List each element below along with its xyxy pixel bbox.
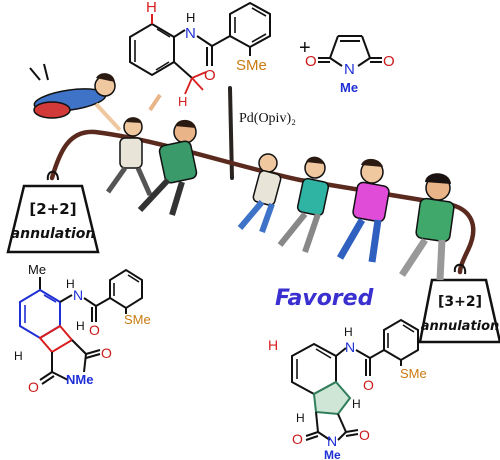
- product-right-h-right: H: [352, 397, 361, 411]
- product-right-sme: SMe: [400, 366, 427, 381]
- maleimide-n-label: N: [344, 61, 355, 78]
- product-right-o-left: O: [292, 431, 303, 447]
- maleimide-me-label: Me: [340, 80, 358, 95]
- right-weight-line1: [3+2]: [438, 294, 482, 310]
- product-left-nh-h: H: [66, 277, 75, 291]
- substrate-molecule: H H H N O SMe: [129, 0, 271, 109]
- favored-label: Favored: [275, 286, 374, 311]
- product-right-amide-o: O: [363, 377, 374, 393]
- product-right-nh-h: H: [344, 325, 353, 339]
- product-right-me: Me: [324, 448, 341, 460]
- left-puller-3-figure: [137, 93, 198, 216]
- product-left-nme: NMe: [66, 372, 93, 387]
- product-left-me: Me: [28, 262, 46, 277]
- amide-o-label: O: [204, 67, 216, 84]
- product-right-h: H: [268, 337, 278, 353]
- maleimide-molecule: O O N Me: [305, 35, 395, 95]
- nh-h-label: H: [186, 10, 195, 25]
- product-left-n: N: [73, 287, 83, 303]
- product-right-n: N: [345, 339, 355, 355]
- catalyst-label: Pd(Opiv)₂: [239, 111, 296, 126]
- product-right-imide-n: N: [327, 433, 337, 449]
- left-team: [29, 63, 198, 216]
- product-left-o-bottom: O: [28, 379, 39, 395]
- left-weight: [2+2] annulation: [6, 170, 100, 254]
- product-left-sme: SMe: [124, 312, 151, 327]
- right-puller-4-figure: [399, 173, 455, 281]
- right-team: [237, 153, 455, 281]
- product-left-h-bottom: H: [14, 349, 23, 363]
- right-puller-1-figure: [237, 153, 282, 234]
- sme-label: SMe: [236, 57, 267, 74]
- product-left-o-top: O: [101, 345, 112, 361]
- right-puller-2-figure: [277, 156, 330, 253]
- maleimide-o-right: O: [383, 53, 395, 70]
- product-left-amide-o: O: [89, 322, 100, 338]
- plus-sign: +: [299, 37, 311, 59]
- left-weight-line2: annulation: [11, 226, 96, 242]
- product-3plus2-molecule: H H N O SMe H H O O N Me: [268, 318, 427, 460]
- right-puller-3-figure: [336, 158, 390, 263]
- rope: [49, 129, 476, 275]
- product-2plus2-molecule: Me H N O SMe H H O O NMe: [14, 262, 151, 395]
- left-weight-line1: [2+2]: [29, 200, 76, 218]
- substrate-h-label: H: [146, 0, 157, 16]
- right-weight-line2: annulation: [421, 319, 500, 334]
- product-left-h-top: H: [76, 319, 85, 333]
- product-right-h-left: H: [296, 411, 305, 425]
- maleimide-o-left: O: [305, 53, 317, 70]
- right-weight: [3+2] annulation: [418, 263, 500, 344]
- left-puller-2-figure: [105, 117, 153, 197]
- product-right-o-right: O: [359, 427, 370, 443]
- methyl-h-label: H: [178, 94, 187, 109]
- flying-person-figure: [29, 63, 122, 132]
- amide-n-label: N: [185, 25, 196, 42]
